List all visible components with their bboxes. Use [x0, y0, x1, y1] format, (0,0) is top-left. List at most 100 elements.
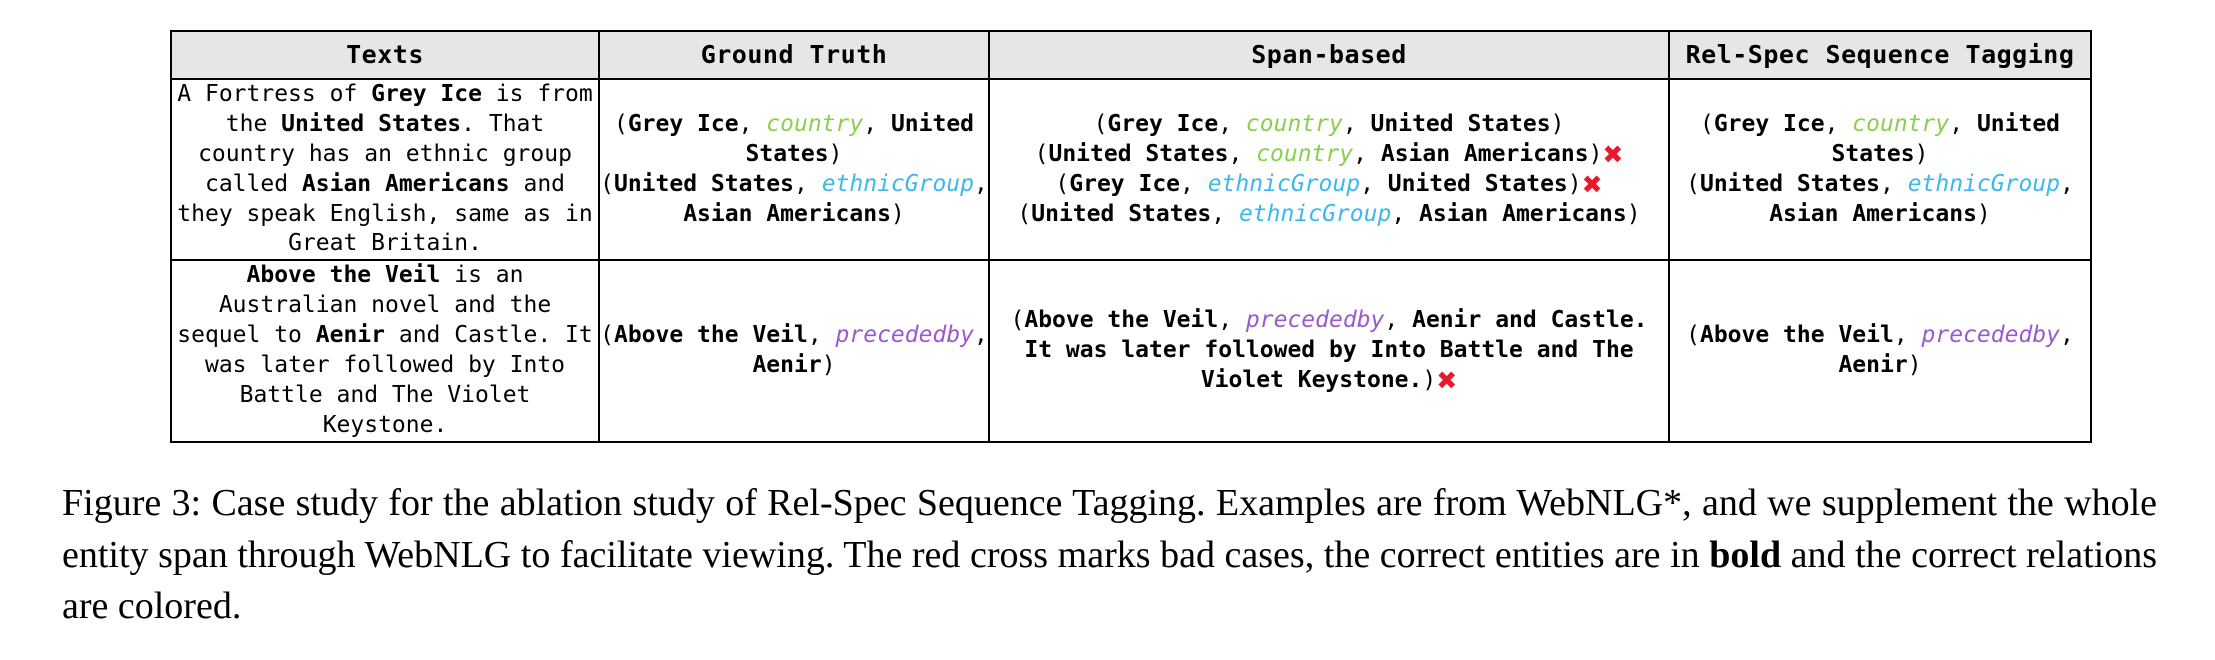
triple-paren-close: )	[1422, 366, 1437, 393]
triple-tail-entity: Aenir	[1838, 352, 1908, 379]
triple-separator: ,	[863, 110, 891, 137]
triple-head-entity: Grey Ice	[1713, 110, 1825, 137]
triple-relation: ethnicGroup	[821, 170, 975, 197]
triple-separator: ,	[1893, 322, 1922, 349]
case-study-table: Texts Ground Truth Span-based Rel-Spec S…	[170, 30, 2092, 443]
triple-tail-entity: Aenir and Castle. It was later followed …	[1024, 307, 1648, 393]
text-span: A Fortress of	[177, 81, 372, 107]
triple-tail-entity: United States	[1831, 110, 2061, 167]
triple-head-entity: Grey Ice	[1069, 170, 1181, 197]
entity-span: Asian Americans	[301, 170, 510, 197]
triple-separator: ,	[793, 170, 822, 197]
triple-separator: ,	[1180, 170, 1208, 197]
triple-tail-entity: Asian Americans	[1419, 200, 1627, 227]
relation-triple: (Above the Veil, precededby, Aenir and C…	[990, 306, 1668, 396]
triple-tail-entity: United States	[745, 110, 975, 167]
triple-separator: ,	[1342, 110, 1371, 137]
text-span: is an Australian novel and the sequel to	[177, 262, 552, 349]
triple-head-entity: United States	[1699, 170, 1880, 197]
relation-triple: (Grey Ice, country, United States)	[1670, 110, 2090, 170]
triple-paren-open: (	[1034, 140, 1049, 167]
triple-separator: ,	[1391, 200, 1420, 227]
cell-span-based: (Grey Ice, country, United States)(Unite…	[988, 77, 1670, 262]
triple-tail-entity: Asian Americans	[683, 200, 891, 227]
triple-separator: ,	[1218, 110, 1246, 137]
triple-separator: ,	[1949, 110, 1977, 137]
text-span: and they speak English, same as in Great…	[177, 170, 593, 257]
column-header-rel-spec-sequence-tagging: Rel-Spec Sequence Tagging	[1668, 30, 2092, 80]
column-header-ground-truth: Ground Truth	[598, 30, 990, 80]
triple-separator: ,	[1353, 140, 1381, 167]
entity-span: Aenir	[315, 322, 385, 349]
entity-span: Grey Ice	[371, 81, 482, 107]
column-header-texts: Texts	[170, 30, 600, 80]
triple-paren-close: )	[890, 200, 905, 227]
triple-separator: ,	[1384, 307, 1413, 334]
triple-relation: country	[766, 110, 864, 137]
table-body: A Fortress of Grey Ice is from the Unite…	[170, 77, 2092, 443]
triple-paren-open: (	[600, 322, 614, 349]
triple-paren-open: (	[1686, 170, 1700, 197]
triple-tail-entity: Aenir	[752, 352, 822, 379]
relation-triple: (Grey Ice, ethnicGroup, United States)✖	[990, 170, 1668, 200]
cell-ground-truth: (Above the Veil, precededby, Aenir)	[598, 259, 990, 443]
triple-paren-open: (	[1010, 307, 1025, 334]
cell-span-based: (Above the Veil, precededby, Aenir and C…	[988, 259, 1670, 443]
triple-separator: ,	[2060, 322, 2074, 349]
triple-separator: ,	[2060, 170, 2074, 197]
cell-ground-truth: (Grey Ice, country, United States)(Unite…	[598, 77, 990, 262]
cell-texts: A Fortress of Grey Ice is from the Unite…	[170, 77, 600, 262]
triple-separator: ,	[974, 170, 988, 197]
cell-rel-spec: (Above the Veil, precededby, Aenir)	[1668, 259, 2092, 443]
triple-separator: ,	[1211, 200, 1239, 227]
relation-triple: (Above the Veil, precededby, Aenir)	[600, 321, 988, 381]
triple-relation: precededby	[1245, 307, 1385, 334]
figure-caption: Figure 3: Case study for the ablation st…	[62, 478, 2157, 633]
triple-separator: ,	[1360, 170, 1388, 197]
triple-head-entity: United States	[613, 170, 794, 197]
triple-paren-close: )	[1550, 110, 1565, 137]
entity-span: Above the Veil	[246, 262, 441, 289]
triple-relation: country	[1245, 110, 1343, 137]
triple-separator: ,	[738, 110, 767, 137]
triple-paren-close: )	[1567, 170, 1582, 197]
triple-relation: precededby	[835, 322, 975, 349]
table-row: A Fortress of Grey Ice is from the Unite…	[170, 77, 2092, 262]
triple-head-entity: Above the Veil	[1024, 307, 1219, 334]
relation-triple: (Above the Veil, precededby, Aenir)	[1670, 321, 2090, 381]
column-header-span-based: Span-based	[988, 30, 1670, 80]
triple-separator: ,	[1879, 170, 1908, 197]
triple-separator: ,	[974, 322, 988, 349]
relation-triple: (United States, ethnicGroup, Asian Ameri…	[1670, 170, 2090, 230]
triple-paren-close: )	[1907, 352, 1922, 379]
triple-head-entity: Above the Veil	[613, 322, 808, 349]
triple-paren-open: (	[1699, 110, 1714, 137]
triple-paren-close: )	[1976, 200, 1991, 227]
entity-span: United States	[281, 110, 462, 137]
case-study-table-wrapper: Texts Ground Truth Span-based Rel-Spec S…	[170, 30, 2092, 443]
relation-triple: (Grey Ice, country, United States)	[990, 110, 1668, 140]
relation-triple: (Grey Ice, country, United States)	[600, 110, 988, 170]
table-header-row: Texts Ground Truth Span-based Rel-Spec S…	[170, 30, 2092, 80]
triple-separator: ,	[1228, 140, 1257, 167]
relation-triple: (United States, ethnicGroup, Asian Ameri…	[600, 170, 988, 230]
triple-tail-entity: United States	[1387, 170, 1568, 197]
bad-case-cross-icon: ✖	[1602, 139, 1624, 169]
triple-head-entity: United States	[1048, 140, 1229, 167]
triple-separator: ,	[807, 322, 836, 349]
triple-relation: precededby	[1921, 322, 2061, 349]
caption-text: and the correct relations are colored.	[62, 533, 2157, 628]
triple-paren-close: )	[1588, 140, 1603, 167]
triple-relation: ethnicGroup	[1207, 170, 1361, 197]
triple-paren-close: )	[828, 140, 843, 167]
triple-relation: country	[1852, 110, 1950, 137]
relation-triple: (United States, ethnicGroup, Asian Ameri…	[990, 200, 1668, 230]
triple-relation: ethnicGroup	[1907, 170, 2061, 197]
text-span: is from the	[225, 81, 593, 137]
triple-paren-open: (	[1093, 110, 1108, 137]
triple-tail-entity: Asian Americans	[1380, 140, 1589, 167]
cell-rel-spec: (Grey Ice, country, United States)(Unite…	[1668, 77, 2092, 262]
triple-head-entity: United States	[1031, 200, 1212, 227]
triple-paren-open: (	[1055, 170, 1070, 197]
